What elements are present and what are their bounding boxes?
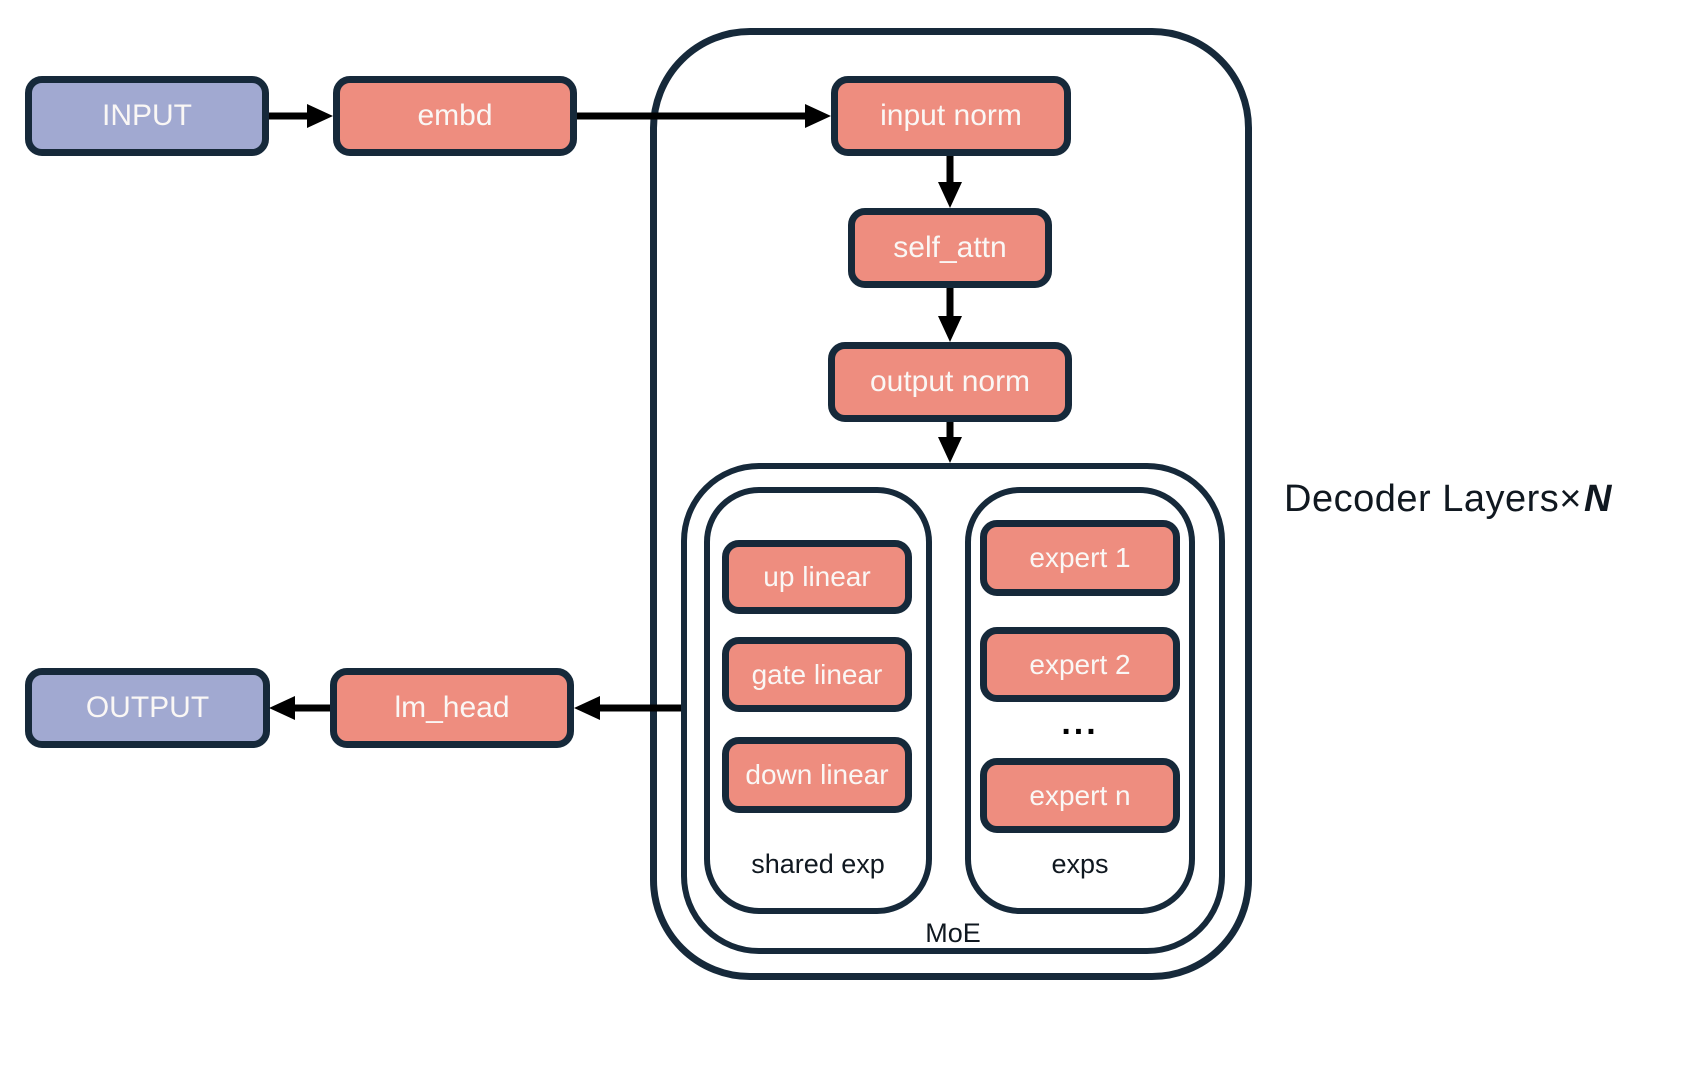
moe-label: MoE (925, 918, 981, 948)
decoder-layers-group-box (650, 28, 1252, 980)
self-attn-node: self_attn (848, 208, 1052, 288)
embd-node: embd (333, 76, 577, 156)
gate-linear-node: gate linear (722, 637, 912, 712)
arrow-input-to-embd (269, 104, 333, 128)
expert-n-node: expert n (980, 758, 1180, 833)
output-node: OUTPUT (25, 668, 270, 748)
arrow-lm-head-to-output (269, 696, 330, 720)
decoder-layers-label: Decoder Layers×N (1284, 480, 1612, 518)
exps-group-box (965, 487, 1195, 914)
experts-ellipsis: ... (1061, 704, 1099, 742)
down-linear-node: down linear (722, 737, 912, 813)
exps-label: exps (1051, 849, 1109, 879)
up-linear-node: up linear (722, 540, 912, 614)
output-norm-node: output norm (828, 342, 1072, 422)
input-node: INPUT (25, 76, 269, 156)
shared-exp-label: shared exp (751, 849, 885, 879)
expert-2-node: expert 2 (980, 627, 1180, 702)
moe-group-box (681, 463, 1225, 954)
lm-head-node: lm_head (330, 668, 574, 748)
input-norm-node: input norm (831, 76, 1071, 156)
decoder-layers-n-variable: N (1583, 478, 1612, 520)
shared-exp-group-box (704, 487, 932, 914)
expert-1-node: expert 1 (980, 520, 1180, 596)
decoder-layers-label-text: Decoder Layers× (1284, 478, 1582, 520)
